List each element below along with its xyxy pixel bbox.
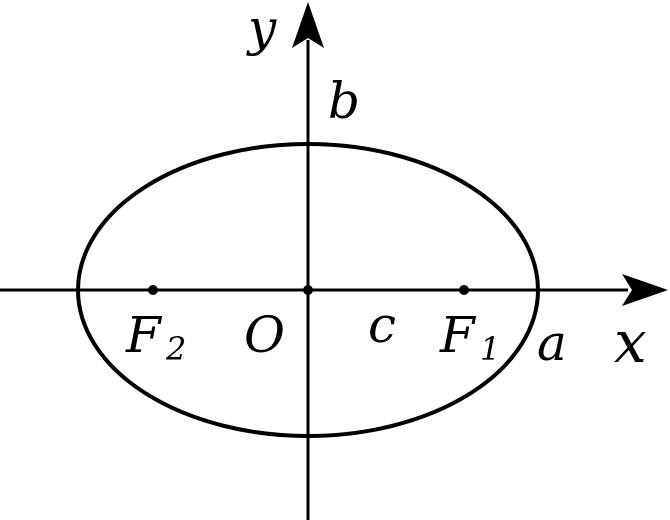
focus-right-label: F (439, 306, 477, 364)
focal-distance-label: c (368, 296, 396, 354)
semi-major-label: a (537, 314, 567, 372)
y-axis-label: y (246, 0, 277, 57)
y-axis-arrow (292, 2, 324, 48)
x-axis-arrow (622, 274, 668, 306)
x-axis-label: x (614, 308, 647, 376)
origin-label: O (244, 306, 285, 364)
focus-right-point (459, 285, 469, 295)
focus-right-subscript: 1 (480, 330, 500, 368)
focus-left-point (148, 285, 158, 295)
focus-left-subscript: 2 (165, 330, 186, 368)
semi-minor-label: b (328, 72, 360, 130)
focus-left-label: F (125, 306, 163, 364)
origin-point (303, 285, 313, 295)
